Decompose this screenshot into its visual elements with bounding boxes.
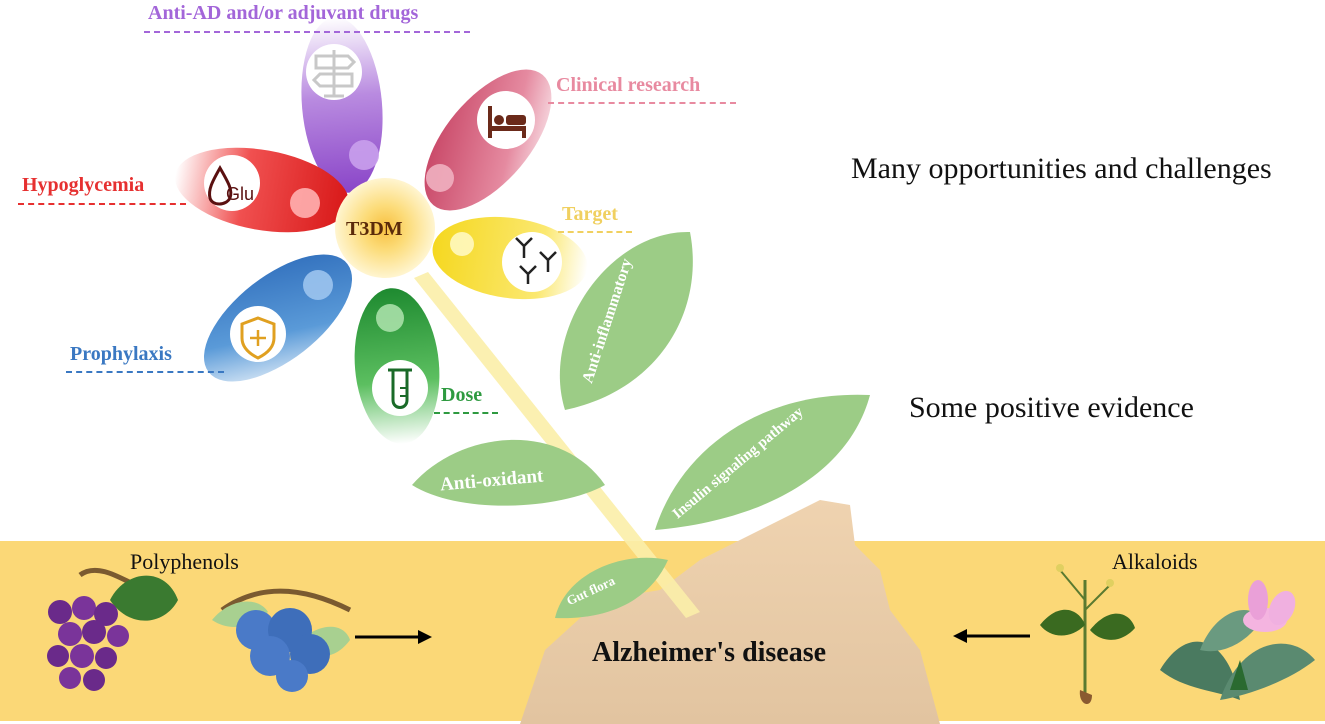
category-alkaloids: Alkaloids [1112, 549, 1198, 574]
label-anti-ad: Anti-AD and/or adjuvant drugs [148, 2, 419, 24]
grapes-illustration [47, 567, 178, 691]
label-dose: Dose [441, 384, 483, 406]
dash-prophylaxis [66, 371, 224, 373]
label-clinical: Clinical research [556, 74, 701, 96]
herb-illustration [1040, 564, 1135, 705]
label-hypoglycemia: Hypoglycemia [22, 174, 145, 196]
glucose-drop-icon: Glu [208, 164, 254, 206]
petal-dose [354, 288, 440, 444]
blueberries-illustration [212, 588, 352, 692]
arrow-right [355, 630, 432, 644]
leaf-gut-flora [555, 557, 668, 619]
petal-target [432, 216, 588, 300]
bed-icon [488, 106, 526, 138]
test-tube-icon [388, 368, 412, 409]
leaf-anti-inflammatory [559, 231, 693, 410]
arrow-left [953, 629, 1030, 643]
label-prophylaxis: Prophylaxis [70, 343, 172, 365]
orchid-illustration [1160, 580, 1315, 700]
dash-hypoglycemia [18, 203, 186, 205]
category-polyphenols: Polyphenols [130, 549, 239, 574]
leaf-anti-oxidant [412, 439, 605, 506]
glucose-icon-text: Glu [226, 184, 254, 204]
dash-dose [434, 412, 498, 414]
disease-label: Alzheimer's disease [592, 637, 827, 668]
flower-center [335, 178, 435, 278]
label-target: Target [562, 203, 618, 225]
signpost-icon [311, 50, 357, 98]
dash-clinical [548, 102, 736, 104]
soil-mound [520, 500, 940, 724]
leaf-insulin [655, 394, 870, 530]
center-label: T3DM [346, 218, 403, 240]
dash-target [558, 231, 632, 233]
antibody-icon [515, 237, 557, 284]
text-evidence: Some positive evidence [909, 391, 1194, 424]
flower-stem [414, 272, 700, 618]
shield-plus-icon [240, 316, 276, 360]
text-opportunities: Many opportunities and challenges [851, 152, 1272, 185]
dash-anti-ad [144, 31, 470, 33]
